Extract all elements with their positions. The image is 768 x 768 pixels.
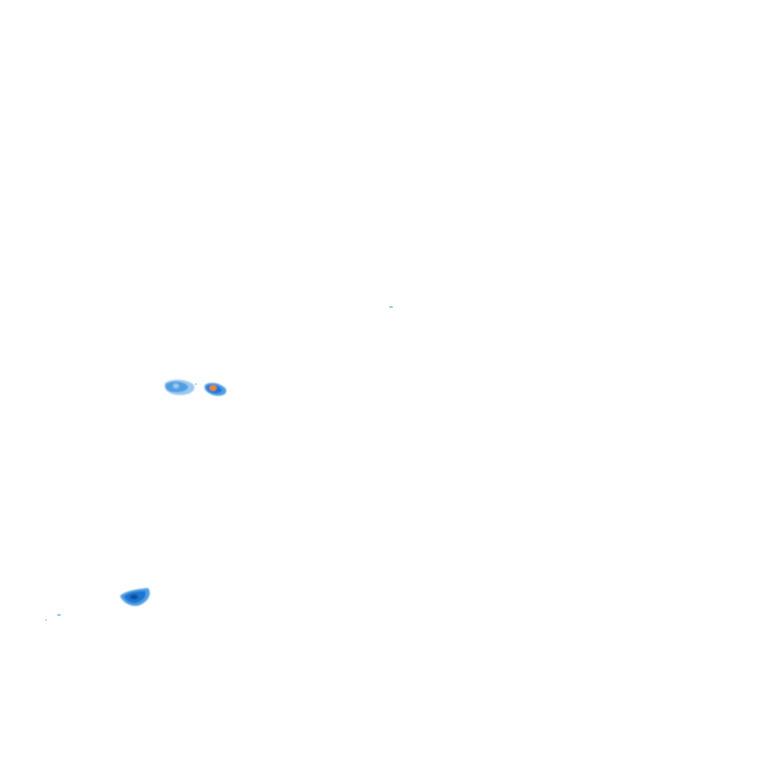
echo-speck-southwest-2 xyxy=(45,619,47,621)
echo-speck-southwest xyxy=(57,613,61,617)
echo-cell-east xyxy=(204,382,227,396)
echo-speck-west-trail xyxy=(194,383,198,385)
echo-cell-west-center xyxy=(173,383,179,389)
echo-cell-east-core xyxy=(209,385,217,391)
echo-cell-south-dark xyxy=(130,594,138,600)
echo-speck-north xyxy=(389,306,393,308)
echo-cell-west xyxy=(164,379,195,395)
echo-cell-south xyxy=(120,588,150,606)
